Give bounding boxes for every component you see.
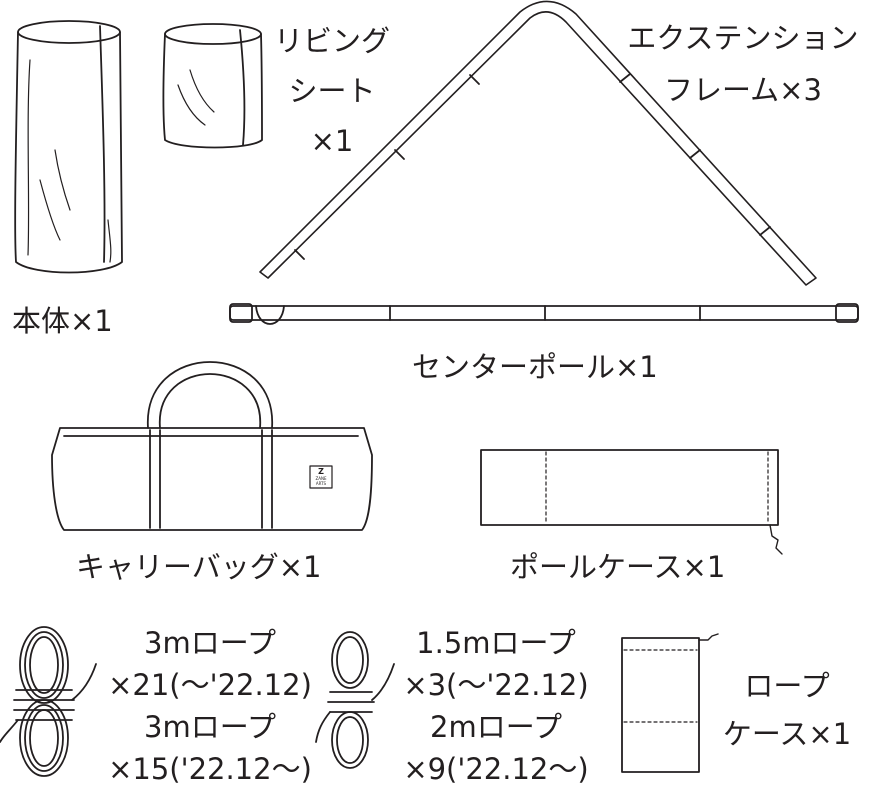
living-sheet-illustration: [162, 23, 263, 149]
label-rope-15m-line-1: 1.5mロープ: [416, 626, 576, 660]
tent-body-illustration: [14, 20, 123, 274]
label-living-sheet-line-1: リビング: [273, 24, 390, 58]
center-pole-illustration: [229, 303, 859, 325]
label-rope-3m: 3mロープ ×21(～'22.12) 3mロープ ×15('22.12～): [100, 622, 320, 790]
extension-frame-illustration: [259, 0, 817, 286]
label-body: 本体×1: [12, 304, 113, 338]
label-rope-case-line-2: ケース×1: [722, 717, 852, 751]
label-extension-frame: エクステンション フレーム×3: [618, 12, 868, 116]
label-rope-case: ロープ ケース×1: [712, 662, 862, 758]
label-center-pole: センターポール×1: [412, 350, 658, 384]
label-rope-15m: 1.5mロープ ×3(～'22.12) 2mロープ ×9('22.12～): [396, 622, 596, 790]
rope-case-illustration: [621, 633, 719, 773]
rope-15m-coil-illustration: [315, 631, 395, 769]
rope-3m-coil-illustration: [0, 626, 97, 777]
label-living-sheet: リビング シート ×1: [268, 16, 396, 166]
label-carry-bag: キャリーバッグ×1: [76, 550, 322, 584]
pole-case-illustration: [480, 449, 783, 555]
label-rope-case-line-1: ロープ: [744, 669, 830, 703]
label-extension-frame-line-2: フレーム×3: [664, 73, 822, 107]
label-rope-3m-line-4: ×15('22.12～): [108, 752, 312, 786]
label-rope-3m-line-3: 3mロープ: [144, 710, 276, 744]
label-rope-15m-line-3: 2mロープ: [430, 710, 562, 744]
label-extension-frame-line-1: エクステンション: [627, 21, 859, 55]
label-rope-15m-line-2: ×3(～'22.12): [403, 668, 589, 702]
label-rope-3m-line-2: ×21(～'22.12): [108, 668, 312, 702]
label-pole-case: ポールケース×1: [510, 550, 726, 584]
carry-bag-illustration: [51, 361, 373, 531]
label-living-sheet-line-2: シート: [288, 74, 376, 108]
bag-logo-text-2: ARTS: [315, 481, 327, 486]
label-rope-15m-line-4: ×9('22.12～): [403, 752, 589, 786]
bag-logo-text-1: ZANE: [315, 476, 327, 481]
label-living-sheet-line-3: ×1: [310, 124, 354, 158]
bag-logo: Z ZANE ARTS: [311, 467, 331, 487]
bag-logo-mark: Z: [318, 467, 324, 476]
label-rope-3m-line-1: 3mロープ: [144, 626, 276, 660]
